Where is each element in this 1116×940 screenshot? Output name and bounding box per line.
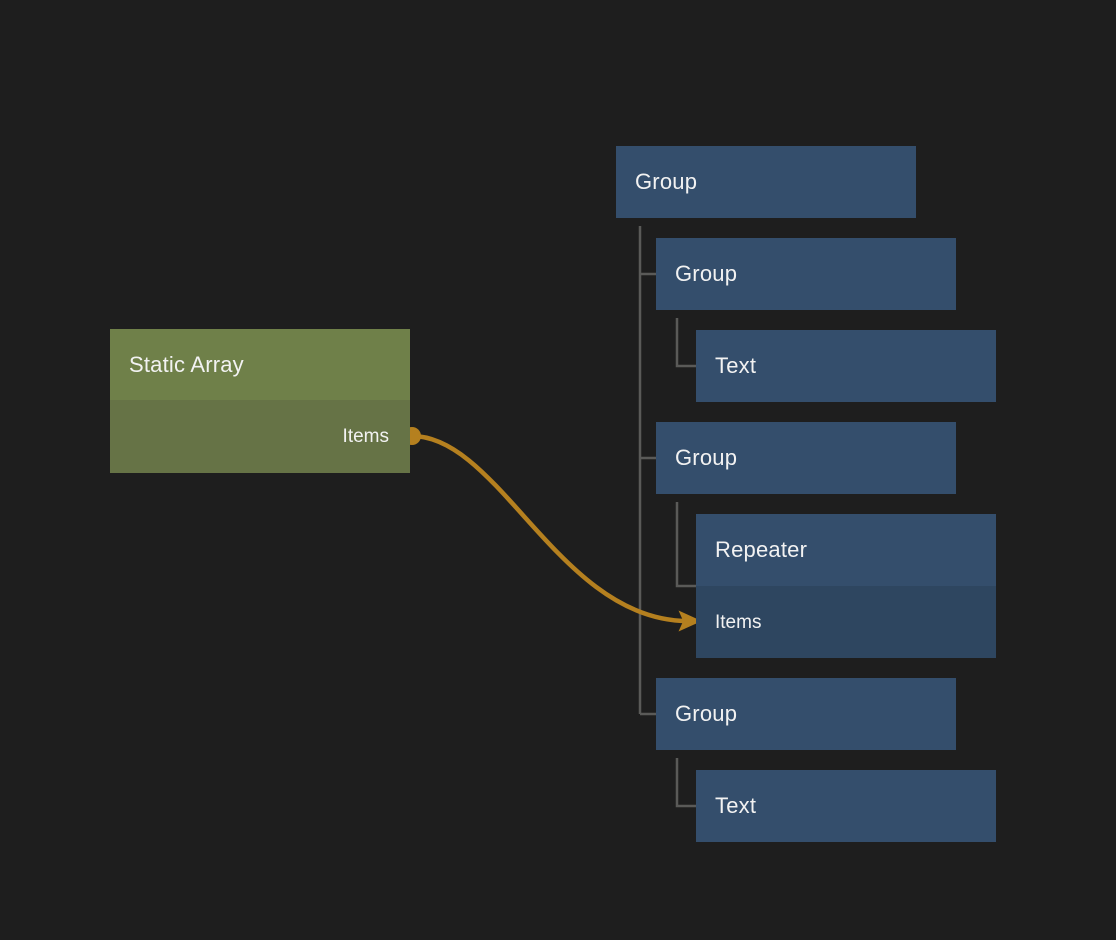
node-static-array-port-items[interactable]: Items [110, 400, 410, 473]
node-text-a-title: Text [696, 330, 996, 402]
node-static-array-items-row[interactable]: Items [110, 400, 410, 473]
node-static-array[interactable]: Static Array Items [110, 329, 410, 473]
node-text-b-title: Text [696, 770, 996, 842]
node-static-array-title: Static Array [110, 329, 410, 400]
node-repeater[interactable]: Repeater Items [696, 514, 996, 658]
node-group-root-title: Group [616, 146, 916, 218]
tree-branch-text-b [675, 758, 696, 808]
node-group-a[interactable]: Group [656, 238, 956, 310]
node-repeater-port-items[interactable]: Items [696, 586, 996, 658]
node-text-b[interactable]: Text [696, 770, 996, 842]
node-repeater-title: Repeater [696, 514, 996, 586]
node-group-root[interactable]: Group [616, 146, 916, 218]
link-wire-static-array-to-repeater [409, 433, 691, 624]
node-text-a[interactable]: Text [696, 330, 996, 402]
node-static-array-header-row: Static Array [110, 329, 410, 400]
node-group-a-title: Group [656, 238, 956, 310]
node-repeater-items-row[interactable]: Items [696, 586, 996, 658]
node-group-c[interactable]: Group [656, 678, 956, 750]
node-group-b-title: Group [656, 422, 956, 494]
node-group-b[interactable]: Group [656, 422, 956, 494]
tree-branch-text-a [675, 318, 696, 368]
node-repeater-header-row: Repeater [696, 514, 996, 586]
node-group-c-title: Group [656, 678, 956, 750]
tree-branch-repeater [675, 502, 696, 588]
